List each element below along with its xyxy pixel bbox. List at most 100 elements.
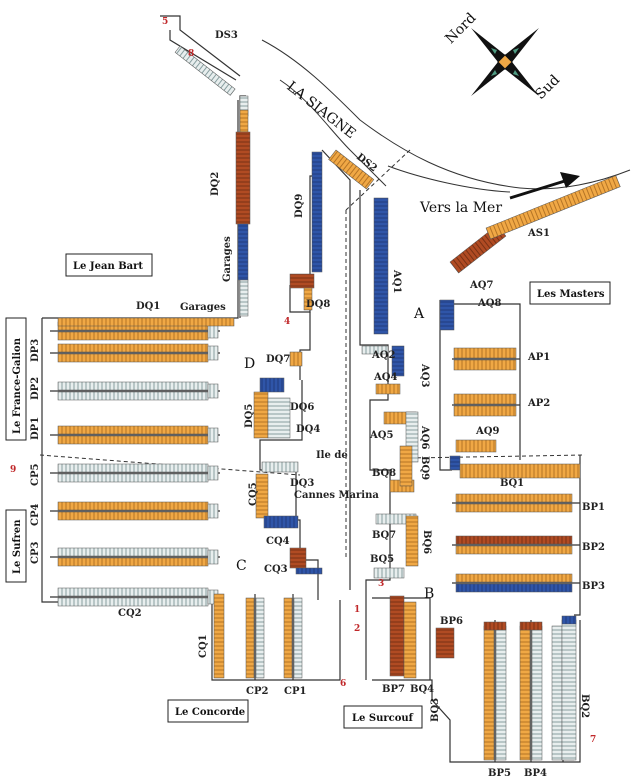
dock-row-west-7-b — [57, 597, 209, 607]
dock-cq5 — [255, 473, 269, 519]
dock-bpv2-a — [551, 625, 563, 761]
dock-cq1 — [213, 593, 225, 679]
dock-cq3-blue — [295, 567, 323, 575]
pier-label-dq7: DQ7 — [266, 354, 290, 365]
pier-label-bq4: BQ4 — [410, 684, 434, 695]
pier-label-bq7: BQ7 — [372, 530, 396, 541]
dock-bq5 — [373, 567, 405, 579]
pier-label-bq1: BQ1 — [500, 478, 524, 489]
garages-label-1: Garages — [180, 302, 226, 313]
dock-row-west-5-a — [57, 501, 209, 511]
dock-bp7-b — [403, 601, 417, 679]
compass-south-label: Sud — [532, 72, 563, 103]
pier-label-aq7: AQ7 — [469, 280, 493, 291]
dock-bpv1-a — [519, 625, 531, 761]
dock-cpv0-b — [255, 597, 265, 679]
pier-label-aq3: AQ3 — [419, 363, 430, 387]
dock-ap1-b — [453, 405, 517, 417]
dock-end-west-1 — [207, 345, 219, 361]
pier-label-dq8: DQ8 — [306, 299, 330, 310]
dock-dq4 — [267, 397, 291, 439]
marker-7: 7 — [590, 735, 596, 745]
dock-row-west-3-b — [57, 435, 209, 445]
dock-dq2-orange — [239, 109, 249, 133]
dock-row-west-1-a — [57, 343, 209, 353]
quay-outlines — [41, 15, 581, 763]
dock-dq5 — [253, 391, 269, 439]
pier-label-cp2: CP2 — [246, 686, 268, 697]
pier-label-bq8: BQ8 — [372, 468, 396, 479]
marker-9: 9 — [10, 465, 16, 475]
zone-a-label: A — [413, 306, 425, 322]
pier-label-dq5: DQ5 — [244, 404, 255, 428]
dock-dq6 — [259, 377, 285, 393]
dock-bp7-a — [389, 595, 405, 677]
marker-2: 2 — [354, 624, 360, 634]
box-jean-bart: Le Jean Bart — [65, 253, 153, 277]
dock-dq3 — [261, 461, 299, 473]
marker-6: 6 — [340, 679, 346, 689]
dock-row-west-3-a — [57, 425, 209, 435]
dock-end-west-4 — [207, 465, 219, 481]
dock-as1 — [485, 175, 621, 240]
box-sufren: Le Sufren — [5, 509, 27, 583]
dock-ap0-b — [453, 359, 517, 371]
dock-dq8-b — [303, 287, 313, 311]
pier-label-bp4: BP4 — [524, 768, 547, 778]
dock-row-west-2-a — [57, 381, 209, 391]
pier-label-bq2: BQ2 — [579, 694, 590, 718]
dock-end-west-6 — [207, 549, 219, 565]
dock-row-west-5-b — [57, 511, 209, 521]
pier-label-dq6: DQ6 — [290, 402, 314, 413]
svg-text:Le Surcouf: Le Surcouf — [352, 713, 414, 724]
pier-label-aq4: AQ4 — [373, 372, 397, 383]
dock-ds2 — [328, 149, 375, 190]
dock-cpv1-a — [283, 597, 293, 679]
dock-bq1 — [459, 463, 581, 479]
pier-label-ap2: AP2 — [527, 398, 550, 409]
pier-label-bp2: BP2 — [582, 542, 605, 553]
pier-label-cq5: CQ5 — [248, 482, 259, 506]
dock-bpv0-b — [495, 625, 507, 761]
pier-label-cq3: CQ3 — [264, 564, 288, 575]
dock-aq8 — [439, 299, 455, 331]
island-label-1: Ile de — [316, 450, 348, 461]
pier-label-bq9: BQ9 — [419, 456, 430, 480]
pier-label-dq9: DQ9 — [294, 194, 305, 218]
direction-arrow-icon — [509, 172, 580, 200]
garages-label-2: Garages — [222, 236, 233, 282]
dock-dq9 — [311, 151, 323, 273]
pier-label-bp6: BP6 — [440, 616, 463, 627]
dock-aq4 — [375, 383, 401, 395]
marker-4: 4 — [284, 317, 290, 327]
svg-text:Le Sufren: Le Sufren — [12, 519, 23, 574]
pier-label-as1: AS1 — [527, 228, 550, 239]
pier-label-bp5: BP5 — [488, 768, 511, 778]
pier-label-cp5: CP5 — [30, 464, 41, 486]
pier-label-aq5: AQ5 — [369, 430, 393, 441]
pier-label-dq3: DQ3 — [290, 478, 314, 489]
dock-dq7 — [289, 351, 303, 367]
marker-5: 5 — [162, 17, 168, 27]
dock-bp0-b — [455, 503, 573, 513]
pier-label-aq6: AQ6 — [419, 425, 430, 449]
dock-bpv0-a — [483, 625, 495, 761]
svg-text:Le France-Galion: Le France-Galion — [12, 337, 23, 434]
dock-bp6 — [435, 627, 455, 659]
dock-ds3 — [174, 45, 236, 96]
dock-bq1-blue — [449, 455, 461, 471]
dock-row-west-2-b — [57, 391, 209, 401]
dock-bpv1-b — [531, 625, 543, 761]
dock-dq2-lower — [239, 279, 249, 317]
pier-label-cp4: CP4 — [30, 504, 41, 526]
pier-label-bp7: BP7 — [382, 684, 405, 695]
pier-label-bp1: BP1 — [582, 502, 605, 513]
svg-text:Les Masters: Les Masters — [537, 289, 605, 300]
zone-d-label: D — [244, 356, 255, 372]
dock-row-west-4-b — [57, 473, 209, 483]
dock-bpv-cap-1 — [519, 621, 543, 631]
dock-cq3 — [289, 547, 307, 569]
pier-label-dq2: DQ2 — [210, 172, 221, 196]
dock-end-west-5 — [207, 503, 219, 519]
